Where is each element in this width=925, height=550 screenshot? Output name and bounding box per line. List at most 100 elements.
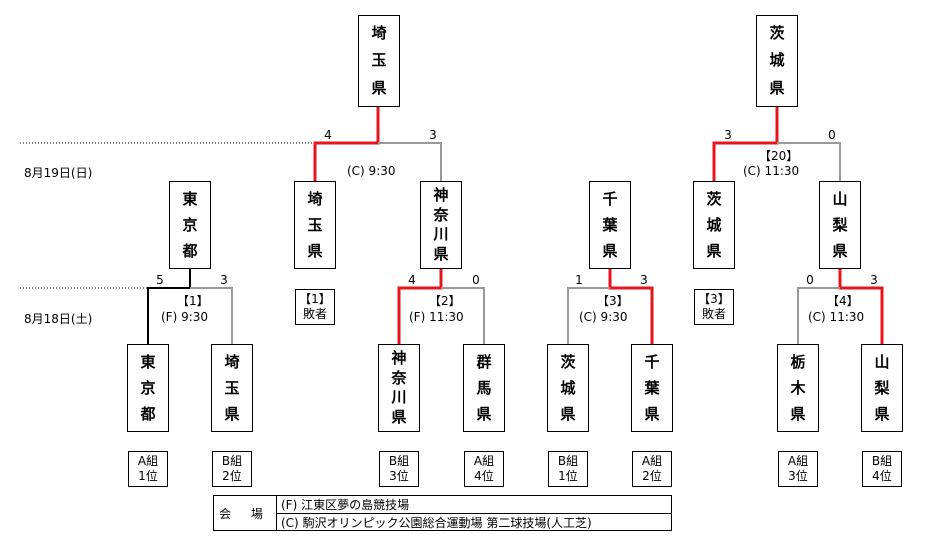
final1-winner-char: 玉 [371, 51, 387, 70]
team-char: 山 [832, 189, 848, 208]
semi4-match-number: 【4】 [827, 294, 859, 308]
team-char: 玉 [224, 378, 240, 397]
semi1-winner-line [147, 269, 191, 344]
final2-winner-char: 県 [769, 78, 785, 97]
team-char: 茨 [706, 189, 722, 208]
team-char: 東 [140, 352, 156, 371]
date-label-day18: 8月18日(土) [24, 312, 93, 326]
team-char: 城 [560, 378, 576, 397]
semi1-right-score: 3 [220, 273, 228, 287]
team-char: 県 [790, 404, 806, 423]
venue-heading: 会 場 [214, 496, 277, 530]
final2-match-number: 【20】 [759, 149, 799, 163]
semi3-match-number: 【3】 [597, 294, 629, 308]
final2-right-score: 0 [828, 128, 836, 142]
team-char: 城 [706, 215, 722, 234]
team-char: 木 [790, 378, 806, 397]
semi2-left-rank: B組 3位 [379, 451, 419, 487]
semi3-left-rank: B組 1位 [548, 451, 588, 487]
team-char: 県 [874, 404, 890, 423]
rank-label: 4位 [474, 469, 494, 483]
loser-match-number: 【3】 [698, 292, 730, 306]
rank-label: 4位 [872, 469, 892, 483]
semi4-left-rank: A組 3位 [778, 451, 818, 487]
team-char: 京 [182, 215, 198, 234]
team-char: 群 [476, 352, 492, 371]
final1-winner-char: 県 [371, 78, 387, 97]
final1-right-score: 3 [429, 128, 437, 142]
team-char: 神 [391, 349, 407, 368]
semi4-time: (C) 11:30 [808, 310, 865, 324]
team-char: 栃 [790, 352, 806, 371]
team-char: 茨 [560, 352, 576, 371]
team-char: 県 [644, 404, 660, 423]
team-char: 都 [182, 241, 198, 260]
final1-winner-line [313, 107, 380, 181]
semi4-left-team: 栃 木 県 [777, 344, 819, 432]
semi1-left-rank: A組 1位 [128, 451, 168, 487]
semi3-right-team: 千 葉 県 [631, 344, 673, 432]
team-char: 県 [602, 241, 618, 260]
team-char: 馬 [476, 378, 492, 397]
rank-label: 1位 [138, 469, 158, 483]
semi4-right-rank: B組 4位 [862, 451, 902, 487]
team-char: 埼 [307, 189, 323, 208]
semi3-winner-box: 千 葉 県 [589, 181, 631, 269]
team-char: 玉 [307, 215, 323, 234]
final2-left-score: 3 [724, 128, 732, 142]
semi2-winner-line [397, 269, 443, 344]
semi2-match-number: 【2】 [429, 294, 461, 308]
venue-c: (C) 駒沢オリンピック公園総合運動場 第二球技場(人工芝) [277, 513, 671, 531]
final2-left-team: 茨 城 県 [693, 181, 735, 269]
semi1-match-number: 【1】 [177, 294, 209, 308]
group-label: A組 [641, 454, 663, 468]
semi1-time: (F) 9:30 [161, 310, 209, 324]
final2-loser-line [777, 142, 841, 181]
venue-rows: (F) 江東区夢の島競技場 (C) 駒沢オリンピック公園総合運動場 第二球技場(… [277, 496, 671, 530]
team-char: 県 [391, 407, 407, 426]
team-char: 県 [433, 244, 449, 263]
final1-right-team: 神 奈 川 県 [420, 181, 462, 269]
team-char: 県 [307, 241, 323, 260]
semi4-right-score: 3 [870, 273, 878, 287]
team-char: 葉 [602, 215, 618, 234]
team-char: 葉 [644, 378, 660, 397]
final2-winner-line [712, 107, 779, 181]
venue-legend: 会 場 (F) 江東区夢の島競技場 (C) 駒沢オリンピック公園総合運動場 第二… [213, 495, 672, 531]
team-char: 県 [706, 241, 722, 260]
team-char: 梨 [832, 215, 848, 234]
team-char: 奈 [433, 205, 449, 224]
team-char: 神 [433, 186, 449, 205]
semi1-left-score: 5 [156, 273, 164, 287]
semi4-left-score: 0 [806, 273, 814, 287]
final1-time: (C) 9:30 [347, 164, 396, 178]
group-label: A組 [787, 454, 809, 468]
final2-winner-char: 城 [769, 51, 785, 70]
final1-left-team: 埼 玉 県 [294, 181, 336, 269]
team-char: 東 [182, 189, 198, 208]
team-char: 都 [140, 404, 156, 423]
final2-right-team: 山 梨 県 [819, 181, 861, 269]
team-char: 埼 [224, 352, 240, 371]
venue-f: (F) 江東区夢の島競技場 [281, 498, 410, 512]
final2-time: (C) 11:30 [743, 164, 800, 178]
semi3-winner-line [608, 269, 654, 344]
group-label: B組 [388, 454, 410, 468]
rank-label: 1位 [558, 469, 578, 483]
team-char: 県 [224, 404, 240, 423]
team-char: 梨 [874, 378, 890, 397]
team-char: 千 [644, 352, 660, 371]
loser-label: 敗者 [701, 307, 726, 321]
semi2-right-team: 群 馬 県 [463, 344, 505, 432]
final1-winner-box: 埼 玉 県 [358, 15, 400, 107]
group-label: A組 [137, 454, 159, 468]
semi2-right-rank: A組 4位 [464, 451, 504, 487]
semi1-winner-box: 東 京 都 [169, 181, 211, 269]
semi2-time: (F) 11:30 [409, 310, 464, 324]
rank-label: 3位 [389, 469, 409, 483]
final1-left-score: 4 [324, 128, 332, 142]
semi1-left-team: 東 京 都 [127, 344, 169, 432]
final2-winner-char: 茨 [769, 24, 785, 43]
semi1-right-rank: B組 2位 [212, 451, 252, 487]
